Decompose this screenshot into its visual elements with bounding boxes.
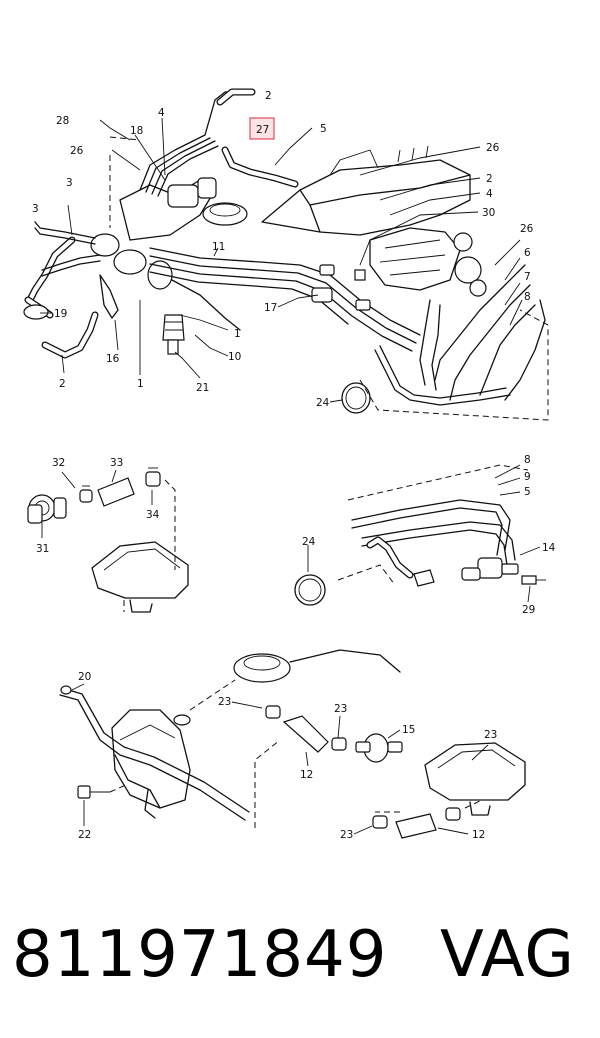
callout-23-b: 23 bbox=[334, 703, 347, 715]
callout-21: 21 bbox=[196, 382, 209, 394]
callout-17: 17 bbox=[264, 302, 277, 314]
callout-15: 15 bbox=[402, 724, 415, 736]
callout-2-right: 2 bbox=[486, 173, 493, 185]
callout-23-c: 23 bbox=[484, 729, 497, 741]
callout-32: 32 bbox=[52, 457, 65, 469]
callout-26-left: 26 bbox=[70, 145, 84, 157]
callout-14: 14 bbox=[542, 542, 556, 554]
callout-5-top: 5 bbox=[320, 123, 327, 135]
callout-20: 20 bbox=[78, 671, 91, 683]
callout-27: 27 bbox=[256, 124, 269, 136]
part-number: 811971849 bbox=[12, 918, 388, 992]
callout-2-bottom: 2 bbox=[59, 378, 66, 390]
callout-4-right: 4 bbox=[486, 188, 493, 200]
callout-3-a: 3 bbox=[66, 177, 73, 189]
vacuum-hose-assembly bbox=[294, 464, 546, 606]
callout-31: 31 bbox=[36, 543, 49, 555]
callout-12-a: 12 bbox=[300, 769, 313, 781]
breather-valve-assembly bbox=[27, 467, 189, 613]
highlight-box-27 bbox=[249, 117, 275, 140]
brand-name: VAG bbox=[440, 918, 575, 992]
engine-bay-assembly bbox=[23, 88, 549, 421]
callout-3-b: 3 bbox=[32, 203, 39, 215]
callout-24-mid: 24 bbox=[302, 536, 316, 548]
callout-7: 7 bbox=[524, 271, 531, 283]
callout-30: 30 bbox=[482, 207, 495, 219]
callout-4-top: 4 bbox=[158, 107, 165, 119]
callout-26-right: 26 bbox=[486, 142, 500, 154]
callout-22: 22 bbox=[78, 829, 91, 841]
callout-16: 16 bbox=[106, 353, 120, 365]
coolant-pipe-assembly bbox=[59, 649, 526, 839]
callout-6: 6 bbox=[524, 247, 531, 259]
callout-9: 9 bbox=[524, 471, 531, 483]
callout-8-top: 8 bbox=[524, 291, 531, 303]
callout-8-mid: 8 bbox=[524, 454, 531, 466]
callout-12-b: 12 bbox=[472, 829, 485, 841]
callout-23-a: 23 bbox=[218, 696, 231, 708]
callout-5-mid: 5 bbox=[524, 486, 531, 498]
callout-10: 10 bbox=[228, 351, 241, 363]
callout-26-mid: 26 bbox=[520, 223, 534, 235]
callout-29: 29 bbox=[522, 604, 535, 616]
callout-34: 34 bbox=[146, 509, 160, 521]
callout-1-bottom: 1 bbox=[137, 378, 144, 390]
callout-1-right: 1 bbox=[234, 328, 241, 340]
callout-18: 18 bbox=[130, 125, 143, 137]
callout-33: 33 bbox=[110, 457, 123, 469]
callout-labels: 2 28 4 18 27 5 26 26 2 3 4 3 30 26 11 6 … bbox=[32, 90, 556, 841]
callout-23-d: 23 bbox=[340, 829, 353, 841]
callout-19: 19 bbox=[54, 308, 67, 320]
callout-24-top: 24 bbox=[316, 397, 330, 409]
callout-11: 11 bbox=[212, 241, 225, 253]
callout-2-top: 2 bbox=[265, 90, 272, 102]
callout-28: 28 bbox=[56, 115, 69, 127]
